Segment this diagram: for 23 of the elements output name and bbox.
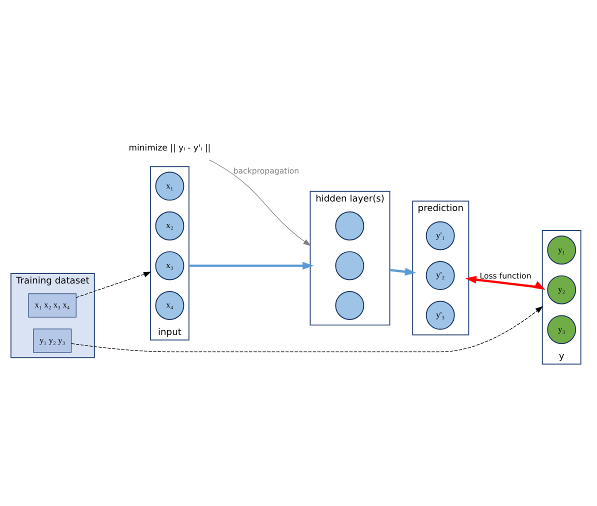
arrow bbox=[465, 276, 546, 290]
node-box: x₁ x₂ x₃ x₄ bbox=[28, 293, 76, 318]
node-circle: x₄ bbox=[155, 290, 184, 320]
cluster: hidden layer(s) bbox=[310, 190, 390, 326]
node-box: y₁ y₂ y₃ bbox=[33, 328, 72, 353]
node-circle: y₁ bbox=[547, 236, 576, 265]
node-circle: y'₃ bbox=[426, 300, 455, 330]
arrow bbox=[71, 306, 544, 352]
arrow bbox=[390, 268, 416, 276]
node-circle: x₂ bbox=[155, 211, 184, 240]
node-circle bbox=[335, 251, 364, 280]
node-text: minimize || yᵢ - y'ᵢ || bbox=[128, 142, 211, 153]
node-circle: y₃ bbox=[547, 315, 576, 344]
node-circle: x₁ bbox=[155, 172, 184, 201]
node-circle: x₃ bbox=[155, 251, 184, 280]
node-circle bbox=[335, 211, 364, 240]
node-circle: y'₂ bbox=[426, 260, 455, 290]
arrow bbox=[188, 262, 314, 270]
arrow bbox=[76, 272, 152, 298]
node-circle: y'₁ bbox=[426, 221, 455, 250]
node-circle: y₂ bbox=[547, 275, 576, 304]
node-circle bbox=[335, 290, 364, 320]
arrow bbox=[208, 160, 312, 246]
